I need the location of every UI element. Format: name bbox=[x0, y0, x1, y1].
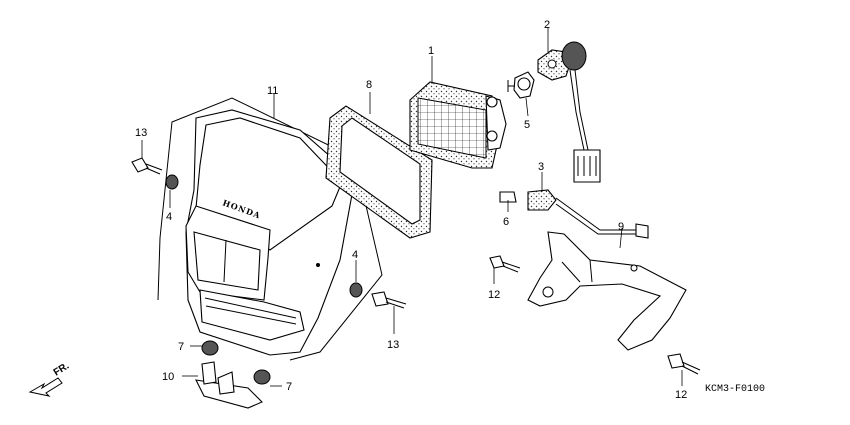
callout-7-upper: 7 bbox=[178, 341, 184, 353]
bulb-socket bbox=[537, 41, 601, 183]
callout-8: 8 bbox=[366, 79, 372, 91]
front-direction-label: FR. bbox=[52, 361, 72, 379]
callouts: 1 2 3 4 4 5 6 7 7 8 9 10 11 12 12 13 13 bbox=[135, 19, 687, 401]
headlight-seal bbox=[325, 105, 433, 239]
headlight-cowl: HONDA bbox=[157, 97, 383, 361]
callout-13-left: 13 bbox=[135, 127, 147, 139]
washer-4-right bbox=[349, 282, 363, 298]
callout-2: 2 bbox=[544, 19, 550, 31]
flange-bolt-12-upper bbox=[489, 255, 521, 273]
lower-mount-bracket bbox=[195, 361, 263, 409]
callout-12-upper: 12 bbox=[488, 289, 500, 301]
callout-9: 9 bbox=[618, 221, 624, 233]
position-light bbox=[499, 189, 649, 239]
callout-1: 1 bbox=[428, 45, 434, 57]
callout-13-right: 13 bbox=[387, 339, 399, 351]
grommet-7-lower bbox=[253, 369, 271, 385]
callout-10: 10 bbox=[162, 371, 174, 383]
headlight-stay bbox=[527, 231, 687, 351]
diagram-code: KCM3-F0100 bbox=[705, 384, 765, 395]
front-direction-arrow: FR. bbox=[28, 361, 72, 397]
washer-4-left bbox=[165, 174, 179, 190]
flange-bolt-12-lower bbox=[667, 353, 701, 375]
headlight-unit bbox=[409, 81, 507, 169]
callout-7-lower: 7 bbox=[286, 381, 292, 393]
callout-4-right: 4 bbox=[352, 249, 358, 261]
callout-12-lower: 12 bbox=[675, 389, 687, 401]
headlight-bulb bbox=[507, 71, 535, 99]
callout-11: 11 bbox=[267, 85, 278, 97]
callout-3: 3 bbox=[538, 161, 544, 173]
callout-5: 5 bbox=[524, 119, 530, 131]
callout-4-left: 4 bbox=[166, 211, 172, 223]
callout-6: 6 bbox=[503, 216, 509, 228]
flange-bolt-13-left bbox=[131, 157, 163, 175]
leader-lines bbox=[141, 28, 683, 387]
flange-bolt-13-right bbox=[371, 291, 407, 309]
grommet-7-upper bbox=[201, 340, 219, 356]
